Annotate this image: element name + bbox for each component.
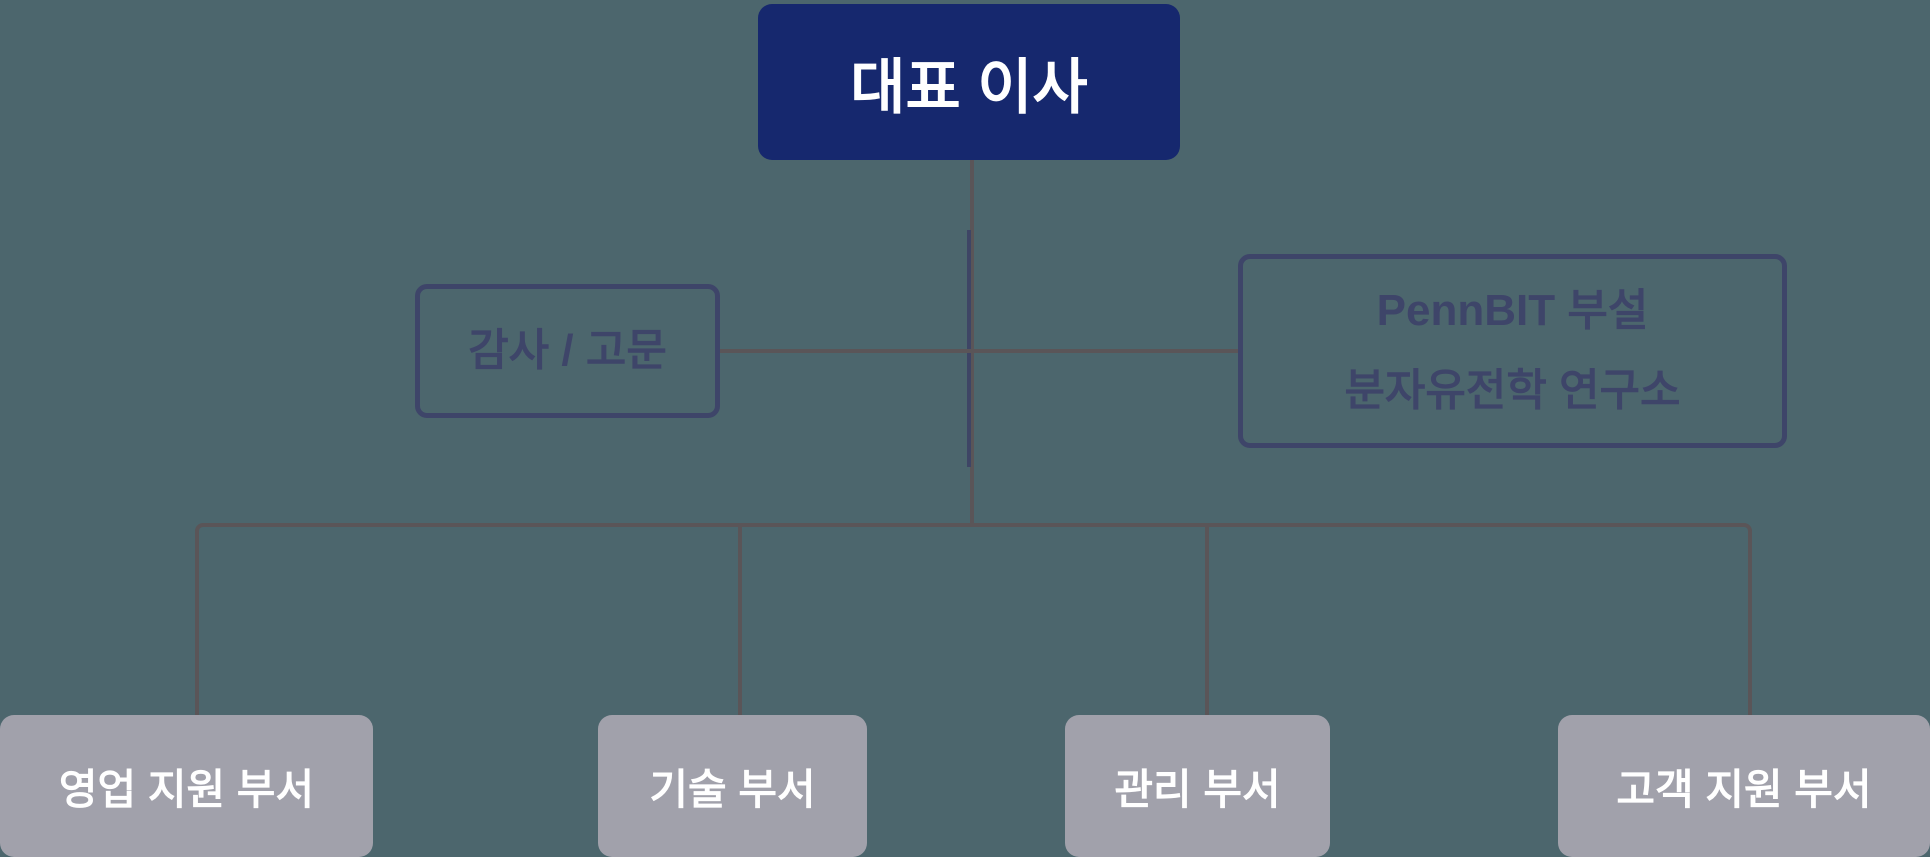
- node-ceo: 대표 이사: [758, 4, 1180, 160]
- node-dept-technical-label: 기술 부서: [649, 765, 816, 813]
- connector-dept-technical-drop: [738, 523, 742, 715]
- connector-departments-bus: [195, 523, 1752, 715]
- node-pennbit-label: PennBIT 부설 분자유전학 연구소: [1344, 271, 1680, 431]
- node-audit-advisor: 감사 / 고문: [415, 284, 720, 418]
- node-pennbit-label-line1: PennBIT 부설: [1376, 286, 1649, 335]
- connector-dept-management-drop: [1205, 523, 1209, 715]
- node-pennbit-research-institute: PennBIT 부설 분자유전학 연구소: [1238, 254, 1787, 448]
- node-dept-sales-support: 영업 지원 부서: [0, 715, 373, 857]
- node-dept-customer-support: 고객 지원 부서: [1558, 715, 1930, 857]
- node-dept-customer-support-label: 고객 지원 부서: [1616, 765, 1872, 813]
- node-pennbit-label-line2: 분자유전학 연구소: [1344, 366, 1681, 415]
- node-dept-management: 관리 부서: [1065, 715, 1330, 857]
- connector-root-vertical: [970, 160, 974, 527]
- connector-root-vertical-accent: [967, 230, 971, 467]
- connector-staff-horizontal: [720, 349, 1238, 353]
- node-dept-sales-support-label: 영업 지원 부서: [58, 765, 315, 813]
- node-dept-technical: 기술 부서: [598, 715, 867, 857]
- node-ceo-label: 대표 이사: [850, 53, 1088, 121]
- node-dept-management-label: 관리 부서: [1114, 765, 1281, 813]
- node-audit-advisor-label: 감사 / 고문: [468, 326, 667, 375]
